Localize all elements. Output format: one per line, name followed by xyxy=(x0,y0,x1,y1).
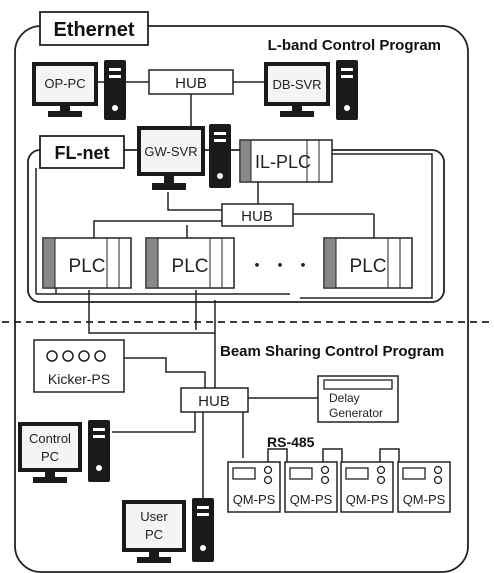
svg-text:QM-PS: QM-PS xyxy=(290,492,333,507)
computer-tower-icon xyxy=(336,60,358,120)
gw-svr-workstation: GW-SVR xyxy=(137,124,231,190)
svg-text:Delay: Delay xyxy=(329,391,360,405)
ethernet-boundary xyxy=(14,25,469,573)
flnet-boundary xyxy=(27,149,445,303)
computer-tower-icon xyxy=(209,124,231,188)
computer-tower-icon xyxy=(192,498,214,562)
flnet-title-box xyxy=(39,135,125,169)
svg-text:HUB: HUB xyxy=(241,208,273,225)
svg-text:DB-SVR: DB-SVR xyxy=(272,77,321,92)
delay-generator: Delay Generator xyxy=(317,375,399,423)
svg-text:GW-SVR: GW-SVR xyxy=(144,144,197,159)
svg-text:IL-PLC: IL-PLC xyxy=(255,152,311,172)
flnet-title: FL-net xyxy=(55,143,110,163)
il-plc: IL-PLC xyxy=(239,139,333,183)
svg-text:PLC: PLC xyxy=(350,256,387,277)
svg-text:QM-PS: QM-PS xyxy=(403,492,446,507)
hub-beam: HUB xyxy=(180,387,249,413)
svg-text:PC: PC xyxy=(145,527,163,542)
svg-text:User: User xyxy=(140,509,168,524)
computer-tower-icon xyxy=(88,420,110,482)
qm-ps-2: QM-PS xyxy=(284,461,338,513)
rs485-label: RS-485 xyxy=(267,434,315,450)
svg-text:QM-PS: QM-PS xyxy=(346,492,389,507)
plc-2: PLC xyxy=(145,237,235,289)
qm-ps-4: QM-PS xyxy=(397,461,451,513)
svg-text:PC: PC xyxy=(41,449,59,464)
svg-text:HUB: HUB xyxy=(175,75,207,92)
hub-middle: HUB xyxy=(221,203,294,227)
qm-ps-1: QM-PS xyxy=(227,461,281,513)
svg-text:Kicker-PS: Kicker-PS xyxy=(48,371,110,387)
svg-text:PLC: PLC xyxy=(69,256,106,277)
svg-text:Control: Control xyxy=(29,431,71,446)
kicker-ps: Kicker-PS xyxy=(33,339,125,393)
connection-lines xyxy=(35,81,433,505)
svg-text:OP-PC: OP-PC xyxy=(44,76,85,91)
op-pc-workstation: OP-PC xyxy=(32,60,126,120)
user-pc-workstation: User PC xyxy=(122,498,214,563)
svg-text:HUB: HUB xyxy=(198,393,230,410)
computer-tower-icon xyxy=(104,60,126,120)
db-svr-workstation: DB-SVR xyxy=(264,60,358,120)
svg-text:Generator: Generator xyxy=(329,406,383,420)
svg-text:QM-PS: QM-PS xyxy=(233,492,276,507)
control-pc-workstation: Control PC xyxy=(18,420,110,483)
ethernet-title: Ethernet xyxy=(53,19,134,41)
beam-program-title: Beam Sharing Control Program xyxy=(220,343,444,360)
plc-3: PLC xyxy=(323,237,413,289)
lband-program-title: L-band Control Program xyxy=(268,37,441,54)
svg-text:PLC: PLC xyxy=(172,256,209,277)
ethernet-title-box xyxy=(39,11,149,46)
plc-1: PLC xyxy=(42,237,132,289)
hub-top: HUB xyxy=(148,69,234,95)
qm-ps-3: QM-PS xyxy=(340,461,394,513)
ellipsis-dots: ・ ・ ・ xyxy=(248,256,312,276)
